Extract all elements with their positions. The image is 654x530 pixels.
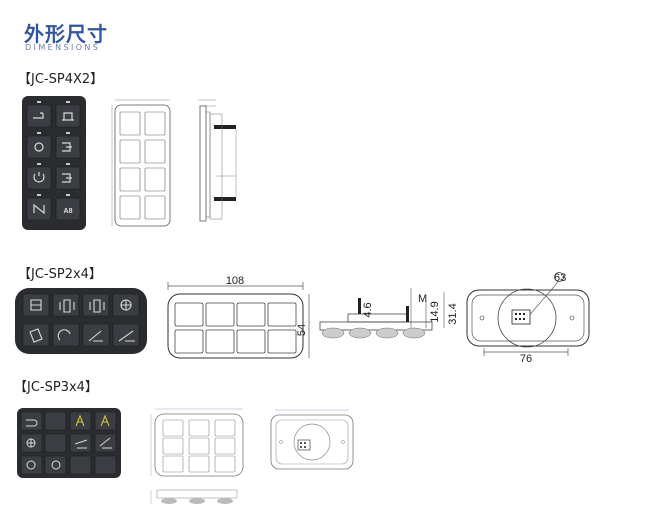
dim-width-108: 108 — [226, 275, 244, 287]
sp4x2-side-drawing — [198, 99, 237, 222]
sp3x4-rear-drawing — [270, 409, 354, 470]
page-subtitle: DIMENSIONS — [25, 43, 101, 52]
sp2x4-front-drawing: 108 54 — [167, 275, 310, 359]
sp4x2-front-drawing — [111, 99, 171, 227]
section-label-sp3x4: 【JC-SP3x4】 — [14, 380, 98, 395]
dim-rear-width-76: 76 — [520, 353, 532, 365]
sp2x4-rear-drawing: 63 76 — [466, 272, 590, 365]
dim-depth-14-9: 14.9 — [429, 301, 441, 322]
page-title: 外形尺寸 — [24, 22, 108, 46]
section-label-sp2x4: 【JC-SP2x4】 — [18, 267, 102, 282]
dim-small-m: M — [418, 293, 427, 305]
sp2x4-product-photo — [15, 288, 147, 354]
section-label-sp4x2: 【JC-SP4X2】 — [18, 72, 104, 87]
sp3x4-front-drawing — [150, 408, 244, 504]
key-label-a8: A8 — [64, 208, 73, 215]
sp3x4-product-photo — [17, 408, 121, 478]
sp2x4-side-drawing: 4.6 M 14.9 31.4 — [319, 288, 459, 339]
sp4x2-product-photo: A8 — [22, 96, 86, 230]
dim-height-54: 54 — [296, 324, 308, 336]
dim-depth-31-4: 31.4 — [447, 303, 459, 324]
dim-depth-4-6: 4.6 — [362, 302, 374, 317]
